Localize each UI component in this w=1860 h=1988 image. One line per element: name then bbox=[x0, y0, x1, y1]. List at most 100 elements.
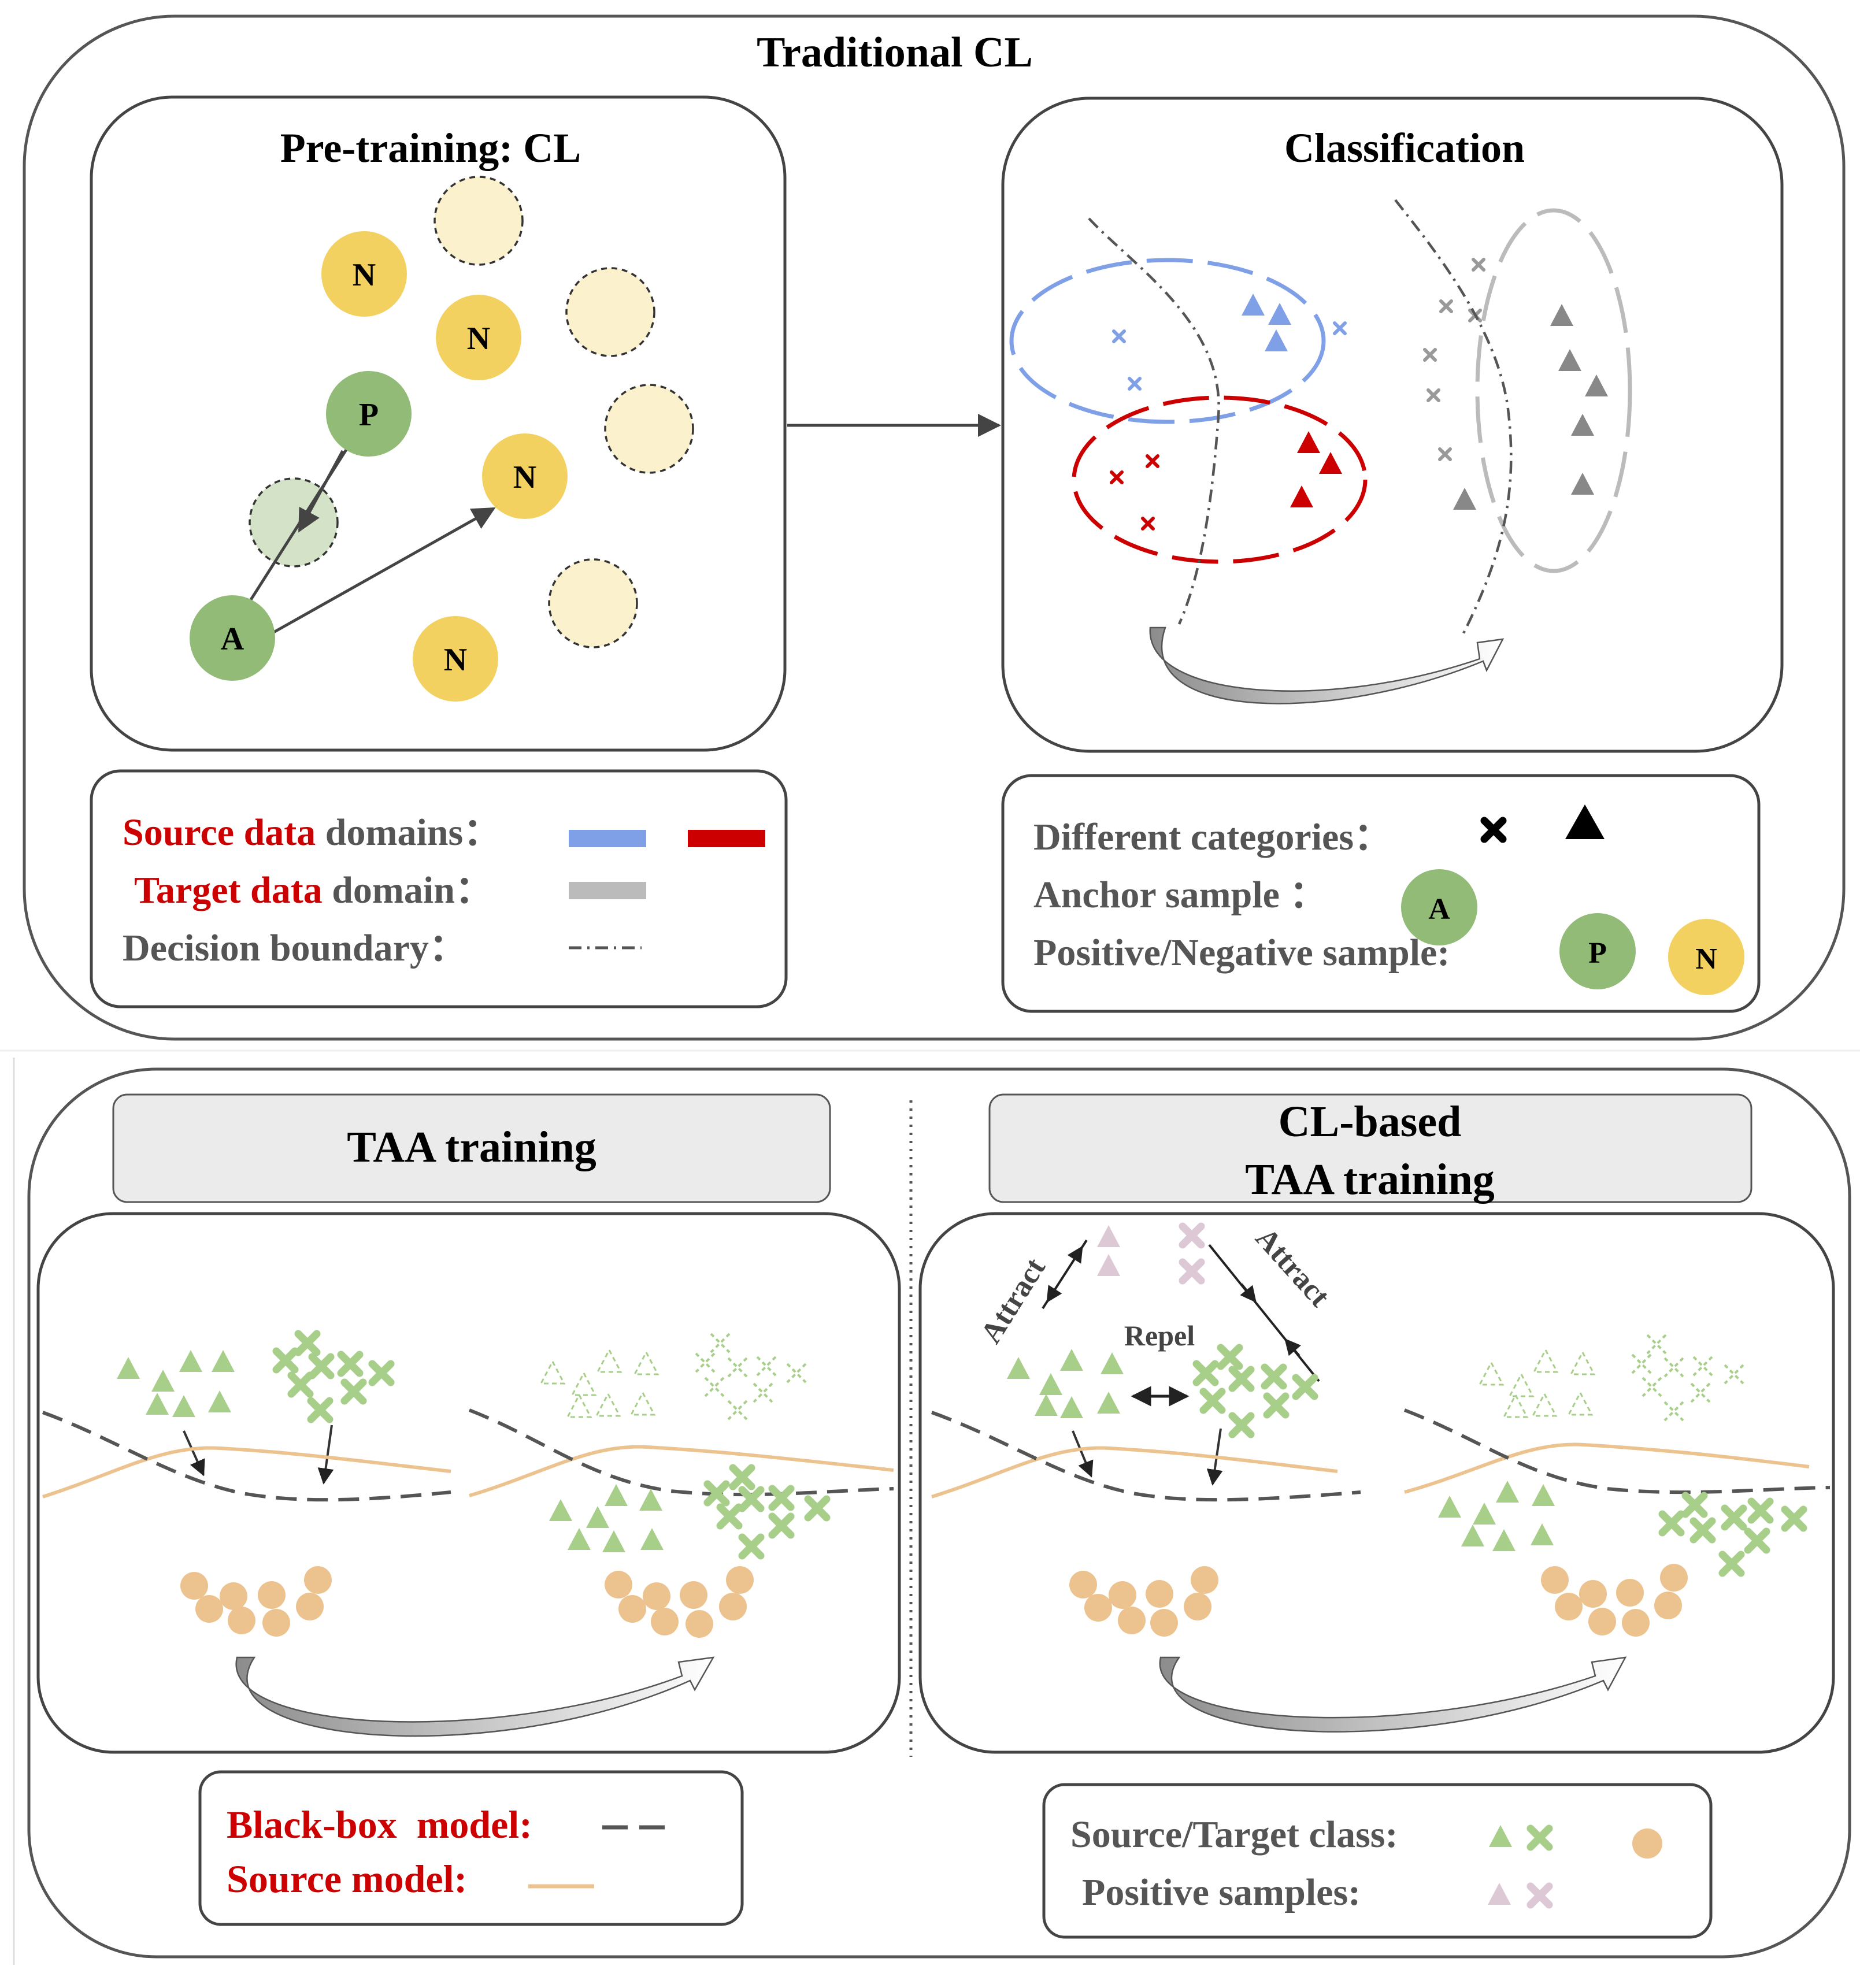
black-box-legend: Black-box model: bbox=[227, 1802, 532, 1846]
source-model-curve bbox=[931, 1446, 1338, 1499]
blue-cross-samples bbox=[1114, 323, 1345, 389]
taa-title: TAA training bbox=[347, 1123, 596, 1171]
class-legend: Source/Target class: Positive samples: bbox=[1042, 1783, 1713, 1939]
pink-cross-legend-icon bbox=[1531, 1886, 1549, 1905]
clbased-header-box bbox=[988, 1093, 1752, 1203]
faded-crosses bbox=[1631, 1334, 1744, 1422]
pull-arrow bbox=[317, 1425, 334, 1485]
gray-domain-swatch bbox=[569, 882, 646, 899]
cross-category-icon bbox=[1484, 821, 1503, 839]
anchor-legend: Anchor sample ： bbox=[1033, 874, 1327, 916]
adapted-crosses bbox=[707, 1468, 827, 1556]
source-crosses bbox=[1196, 1348, 1314, 1434]
target-decision-boundary bbox=[1394, 199, 1513, 637]
negative-sample-node: N bbox=[482, 433, 568, 519]
attract-arrow-left-head bbox=[1046, 1285, 1062, 1303]
categories-legend: Different categories： bbox=[1033, 816, 1392, 858]
source-model-legend: Source model: bbox=[227, 1857, 467, 1901]
target-circles bbox=[180, 1566, 332, 1637]
clbased-taa-panel: Attract Attract Repel bbox=[918, 1212, 1835, 1754]
negative-sample-node: N bbox=[413, 616, 498, 702]
adaptation-arrow bbox=[1159, 1656, 1627, 1733]
svg-text:A: A bbox=[221, 621, 244, 657]
adapted-triangles bbox=[1438, 1481, 1555, 1551]
attract-label-left: Attract bbox=[975, 1252, 1052, 1349]
faded-triangles bbox=[1479, 1349, 1595, 1418]
anchor-to-negative-arrow bbox=[271, 507, 496, 635]
unlabeled-sample bbox=[565, 267, 655, 357]
green-triangle-legend-icon bbox=[1489, 1825, 1512, 1847]
faded-triangles bbox=[540, 1349, 659, 1418]
traditional-cl-title: Traditional CL bbox=[757, 29, 1033, 76]
svg-text:N: N bbox=[444, 642, 467, 678]
blue-domain-swatch bbox=[569, 830, 646, 847]
adapted-triangles bbox=[549, 1484, 664, 1552]
negative-legend-node: N bbox=[1668, 919, 1744, 995]
target-circles bbox=[605, 1566, 754, 1638]
anchor-sample-node: A bbox=[190, 595, 275, 681]
attract-arrow-left-head bbox=[1067, 1245, 1083, 1264]
svg-text:N: N bbox=[353, 257, 376, 293]
posneg-legend: Positive/Negative sample: bbox=[1033, 932, 1450, 974]
negative-sample-node: N bbox=[321, 231, 407, 317]
negative-sample-node: N bbox=[436, 295, 521, 380]
attract-label-right: Attract bbox=[1249, 1222, 1336, 1314]
svg-text:N: N bbox=[513, 459, 536, 495]
repel-label: Repel bbox=[1124, 1319, 1195, 1352]
classification-panel: Classification bbox=[1001, 97, 1784, 753]
taa-section: TAA training CL-based TAA training bbox=[27, 1067, 1851, 1959]
blue-triangle-samples bbox=[1242, 294, 1291, 351]
projected-positive-sample bbox=[249, 477, 339, 568]
sample-legend: Different categories： Anchor sample ： A … bbox=[1001, 774, 1761, 1013]
positive-sample-node: P bbox=[326, 371, 412, 457]
clbased-title-line1: CL-based bbox=[1279, 1097, 1462, 1146]
pull-arrow bbox=[1072, 1430, 1094, 1478]
triangle-category-icon bbox=[1565, 804, 1605, 839]
domain-transfer-arrow bbox=[1149, 626, 1505, 704]
taa-header-box bbox=[112, 1093, 831, 1203]
source-crosses bbox=[276, 1334, 391, 1419]
red-cross-samples bbox=[1111, 456, 1158, 529]
source-triangles bbox=[1007, 1349, 1124, 1418]
model-legend: Black-box model: Source model: bbox=[198, 1770, 744, 1926]
positive-crosses bbox=[1183, 1226, 1201, 1281]
black-box-boundary bbox=[1403, 1408, 1831, 1494]
traditional-cl-section: Traditional CL Pre-training: CL N bbox=[23, 14, 1846, 1041]
black-box-boundary bbox=[468, 1408, 894, 1497]
unlabeled-sample bbox=[433, 176, 524, 266]
black-box-boundary bbox=[931, 1411, 1361, 1502]
unlabeled-sample bbox=[604, 384, 694, 474]
positive-samples-legend: Positive samples: bbox=[1082, 1871, 1361, 1913]
source-model-curve bbox=[42, 1446, 451, 1499]
clbased-title-line2: TAA training bbox=[1245, 1155, 1494, 1204]
unlabeled-sample-circles bbox=[433, 176, 694, 648]
classification-title: Classification bbox=[1284, 125, 1525, 171]
svg-text:P: P bbox=[1588, 937, 1607, 970]
svg-text:P: P bbox=[359, 397, 379, 433]
target-circles bbox=[1541, 1564, 1688, 1637]
unlabeled-sample bbox=[548, 558, 638, 648]
positive-pull-arrow bbox=[298, 450, 344, 533]
positive-triangles bbox=[1097, 1225, 1120, 1276]
faded-crosses bbox=[695, 1333, 807, 1420]
source-model-curve bbox=[1404, 1442, 1810, 1494]
taa-panel bbox=[36, 1212, 901, 1754]
gray-cross-samples bbox=[1425, 259, 1484, 459]
svg-text:A: A bbox=[1428, 893, 1450, 926]
source-target-legend: Source/Target class: bbox=[1070, 1813, 1398, 1856]
green-cross-legend-icon bbox=[1531, 1828, 1549, 1847]
target-domain-gray-ellipse bbox=[1475, 208, 1632, 573]
source-decision-boundary bbox=[1088, 217, 1220, 625]
red-domain-swatch bbox=[688, 830, 765, 847]
source-domain-red-ellipse bbox=[1072, 395, 1368, 564]
pretraining-panel: Pre-training: CL N N bbox=[90, 95, 787, 752]
pink-triangle-legend-icon bbox=[1488, 1883, 1511, 1905]
svg-text:N: N bbox=[1695, 943, 1717, 976]
red-triangle-samples bbox=[1290, 431, 1342, 507]
source-domain-blue-ellipse bbox=[1009, 258, 1326, 424]
domain-legend: Source data domains： Target data domain：… bbox=[90, 769, 788, 1008]
attract-arrow-right-head bbox=[1240, 1283, 1257, 1303]
attract-arrow-right-head bbox=[1284, 1338, 1302, 1357]
attract-arrow-right bbox=[1208, 1244, 1320, 1382]
source-model-curve bbox=[469, 1445, 894, 1497]
